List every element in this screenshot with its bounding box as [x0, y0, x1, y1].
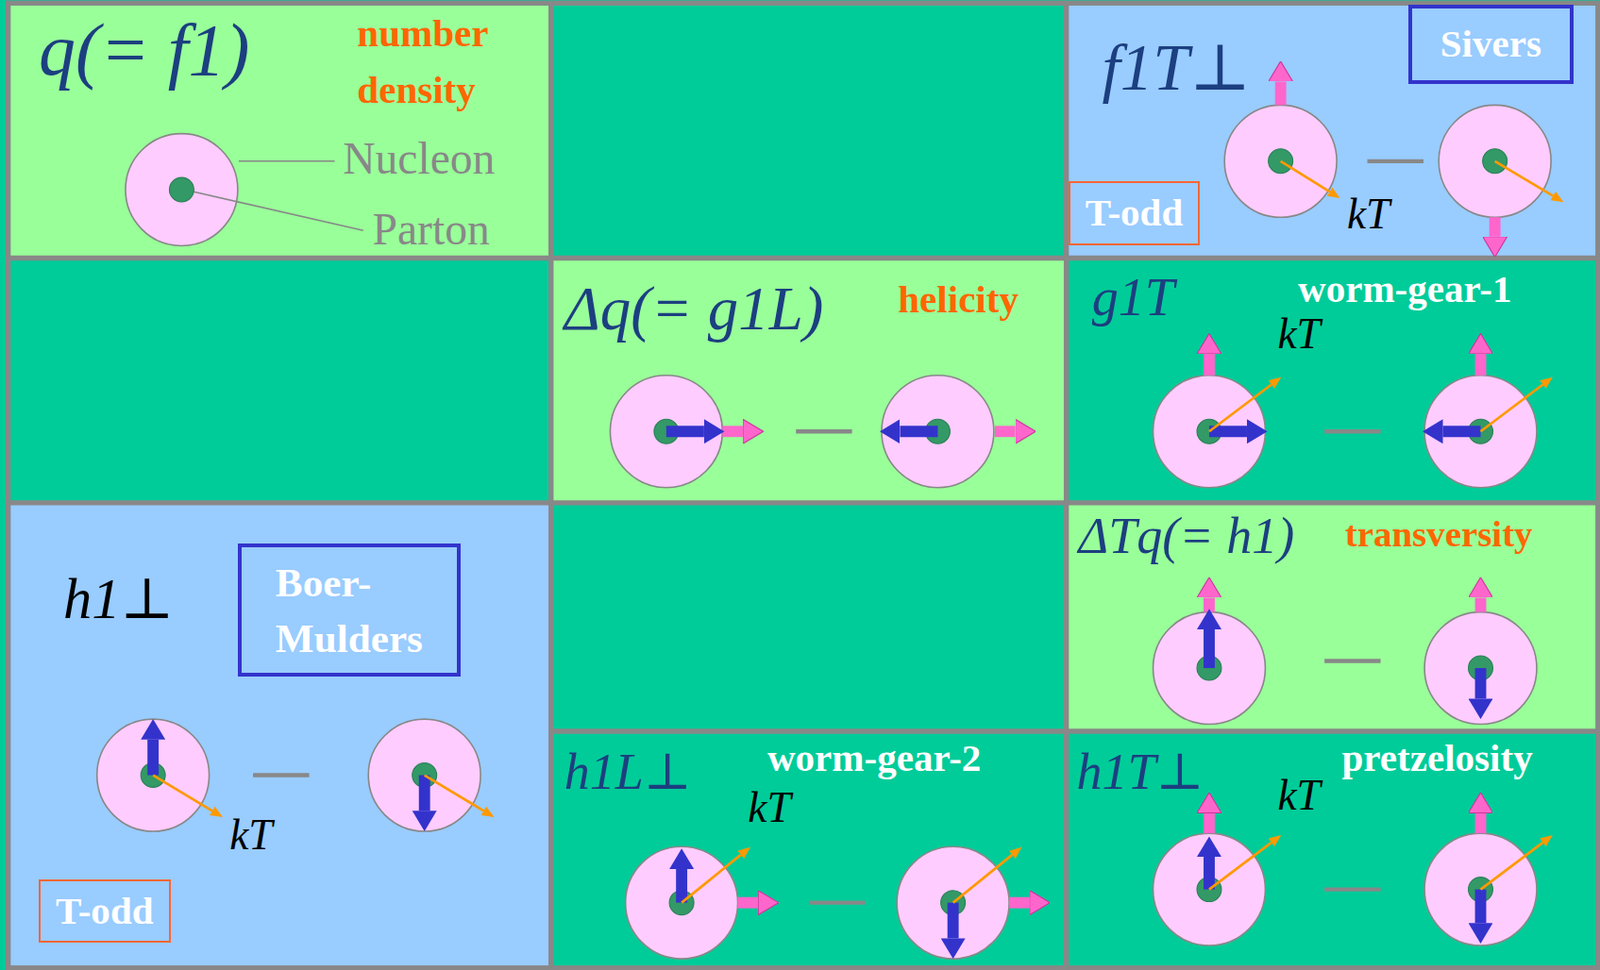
tmd-cell: h1⊥ Boer-MuldersT-odd — [10, 503, 552, 970]
function-name: helicity — [897, 277, 1019, 322]
formula: f1T⊥ — [1101, 30, 1250, 106]
tmd-cell: g1T worm-gear-1 — [1066, 257, 1600, 503]
part-label: Nucleon — [342, 133, 495, 186]
t-odd-box: T-odd — [38, 879, 171, 944]
tmd-cell: h1L⊥ worm-gear-2 — [551, 731, 1067, 970]
momentum-label: kT — [1277, 309, 1320, 359]
box-label: Boer-Mulders — [275, 555, 423, 666]
function-name: worm-gear-2 — [767, 736, 982, 781]
formula: q(= f1) — [38, 8, 250, 94]
momentum-label: kT — [1277, 771, 1320, 821]
momentum-label: kT — [1347, 189, 1390, 239]
momentum-label: kT — [747, 783, 791, 833]
t-odd-box: T-odd — [1068, 181, 1201, 245]
formula: h1L⊥ — [564, 742, 692, 802]
formula: Δq(= g1L) — [564, 273, 825, 345]
formula: ΔTq(= h1) — [1078, 506, 1296, 566]
tmd-cell: f1T⊥ SiversT-odd — [1066, 4, 1600, 258]
formula: h1⊥ — [63, 566, 174, 633]
function-name: worm-gear-1 — [1297, 267, 1513, 312]
sivers-box: Sivers — [1408, 4, 1574, 84]
tmd-cell: Δq(= g1L) helicity — [551, 257, 1067, 503]
box-label: Sivers — [1440, 21, 1542, 67]
box-label: T-odd — [1085, 190, 1184, 236]
boer-mulders-box: Boer-Mulders — [237, 543, 461, 677]
momentum-label: kT — [229, 810, 272, 860]
function-name: pretzelosity — [1341, 736, 1533, 781]
tmd-cell: h1T⊥ pretzelosity — [1066, 731, 1600, 970]
function-name: transversity — [1345, 513, 1533, 556]
formula: g1T — [1092, 267, 1175, 329]
formula: h1T⊥ — [1076, 742, 1204, 802]
tmd-cell: ΔTq(= h1) transversity — [1066, 503, 1600, 732]
part-label: Parton — [372, 203, 490, 256]
function-name: number density — [356, 5, 488, 118]
box-label: T-odd — [55, 889, 154, 934]
